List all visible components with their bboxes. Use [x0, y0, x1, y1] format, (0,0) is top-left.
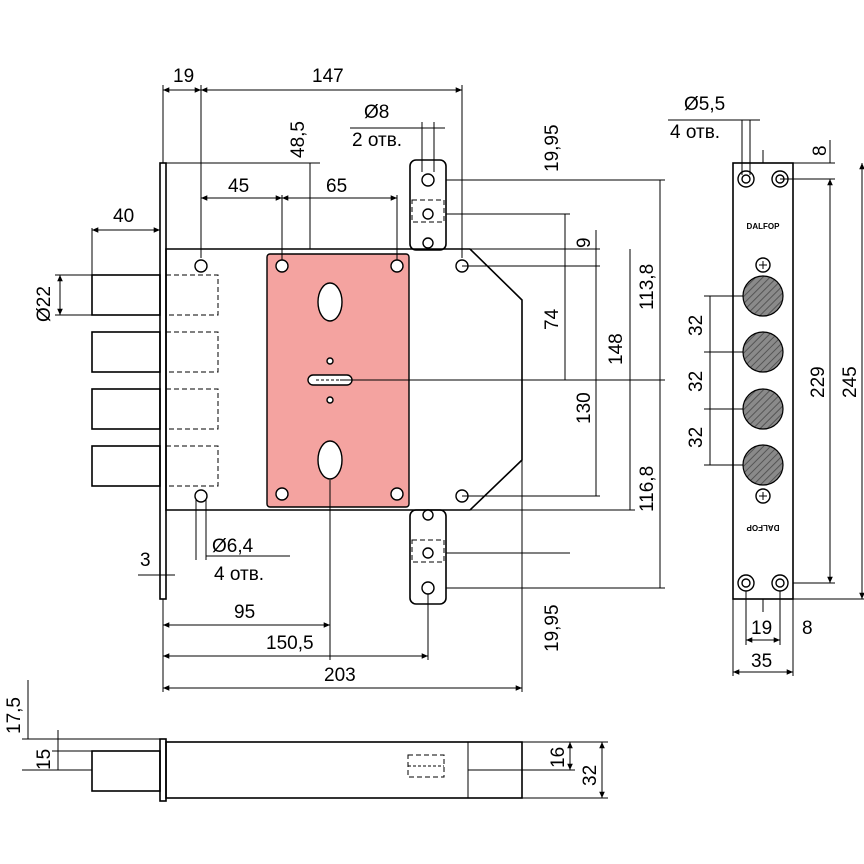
side-bolt: [742, 331, 784, 373]
top-rod-connector: [409, 159, 447, 251]
dim-d22: Ø22: [34, 286, 55, 322]
bottom-dim-32: 32: [580, 765, 601, 786]
dim-d8: Ø8: [364, 102, 389, 123]
dim-150-5: 150,5: [266, 633, 314, 654]
side-dimension-labels: Ø5,5 4 отв. 8 32 32 32 229 245 19 8 35: [670, 94, 861, 672]
side-dim-8-bottom: 8: [802, 618, 813, 639]
dim-19-95-bottom: 19,95: [542, 604, 563, 652]
side-dim-229: 229: [808, 366, 829, 398]
side-dim-holes: 4 отв.: [670, 122, 720, 143]
bottom-view: [22, 680, 608, 802]
side-dim-8-top: 8: [810, 145, 831, 156]
bottom-dim-17-5: 17,5: [4, 697, 25, 734]
dim-113-8: 113,8: [637, 264, 658, 310]
side-bolt: [742, 388, 784, 430]
brand-logo-bottom: DALFOP: [746, 523, 780, 532]
dim-65: 65: [326, 176, 347, 197]
side-dim-32-b: 32: [686, 371, 707, 392]
dim-3: 3: [140, 550, 151, 571]
front-dimension-labels: 19 147 Ø8 2 отв. 48,5 45 65 40 Ø22 19,95…: [34, 66, 658, 686]
bottom-bolt: [91, 750, 161, 792]
bottom-dimension-labels: 17,5 15 16 32: [4, 697, 601, 786]
side-dim-19: 19: [751, 618, 772, 639]
bolts: [91, 274, 219, 487]
bolt: [91, 388, 161, 430]
dim-147: 147: [312, 66, 344, 87]
side-dim-245: 245: [840, 366, 861, 398]
dim-116-8: 116,8: [637, 466, 658, 512]
dim-19-top: 19: [173, 66, 194, 87]
front-view: [91, 159, 523, 605]
bottom-dim-16: 16: [548, 747, 569, 768]
faceplate: [159, 162, 167, 600]
dim-d6-4-holes: 4 отв.: [214, 564, 264, 585]
side-view: DALFOP DALFOP: [668, 119, 864, 676]
bolt: [91, 331, 161, 373]
side-dim-32-a: 32: [686, 315, 707, 336]
dim-74: 74: [542, 308, 563, 330]
dim-9: 9: [574, 237, 595, 248]
brand-logo-top: DALFOP: [747, 222, 781, 231]
dim-45: 45: [228, 176, 249, 197]
dim-203: 203: [324, 665, 356, 686]
side-dim-35: 35: [751, 651, 772, 672]
bolt: [91, 445, 161, 487]
dim-19-95-top: 19,95: [542, 124, 563, 172]
bottom-faceplate: [159, 738, 167, 802]
dim-130: 130: [574, 392, 595, 424]
bolt: [91, 274, 161, 316]
dim-95: 95: [234, 602, 255, 623]
dim-148: 148: [606, 333, 627, 365]
side-bolt: [742, 275, 784, 317]
front-dimension-lines: [55, 85, 665, 692]
side-bolt: [742, 444, 784, 486]
dim-d6-4: Ø6,4: [212, 536, 254, 557]
dim-40: 40: [113, 206, 134, 227]
dim-d8-holes: 2 отв.: [352, 130, 402, 151]
side-dim-32-c: 32: [686, 427, 707, 448]
bottom-dim-15: 15: [34, 749, 55, 770]
dim-48-5: 48,5: [288, 121, 309, 158]
side-dim-d5-5: Ø5,5: [684, 94, 725, 115]
